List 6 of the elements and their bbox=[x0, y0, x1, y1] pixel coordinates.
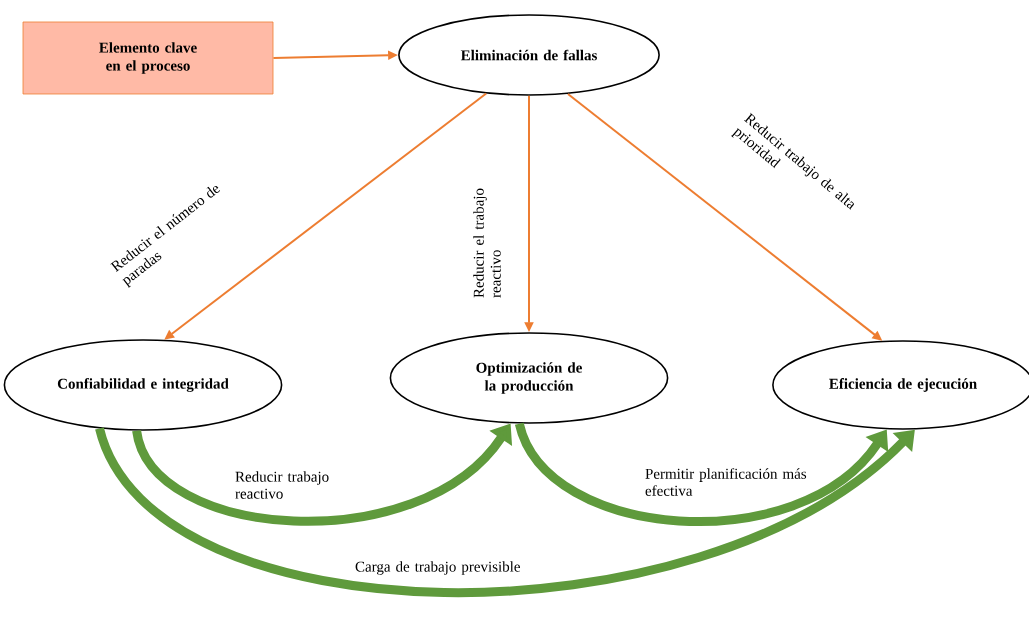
edge-label: Permitir planificación más efectiva bbox=[645, 468, 807, 496]
edge-label: Reducir el trabajo reactivo bbox=[473, 188, 501, 298]
edge-label: Carga de trabajo previsible bbox=[355, 561, 520, 575]
curved-arrow bbox=[95, 426, 915, 597]
process-box: Elemento clave en el proceso bbox=[22, 21, 274, 95]
edge-label: Reducir trabajo reactivo bbox=[235, 471, 329, 499]
